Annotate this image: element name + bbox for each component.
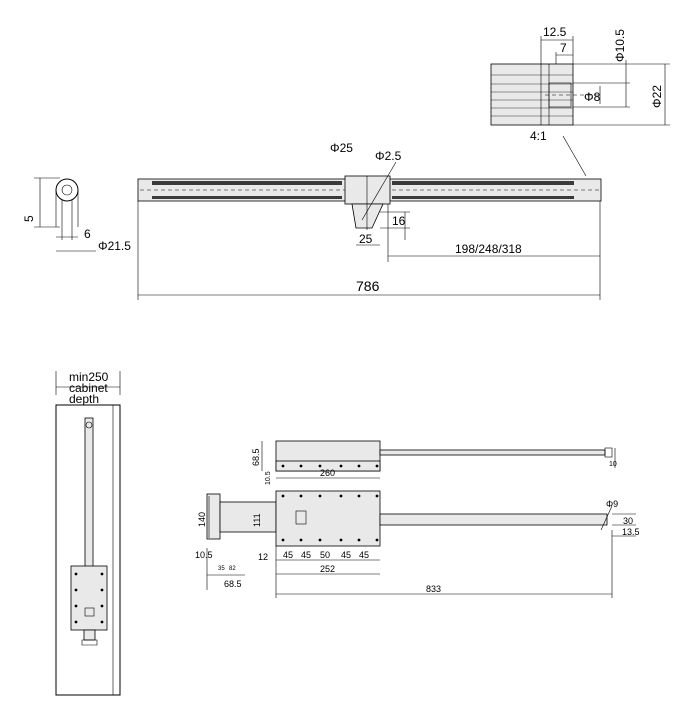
end-circle — [55, 178, 79, 202]
detail-rail-grooves — [491, 64, 600, 125]
dim-16: 16 — [392, 214, 406, 228]
bolt-dot — [357, 464, 361, 468]
bolt-dot — [100, 620, 104, 624]
dim-5: 5 — [22, 215, 36, 222]
bolt-dot — [299, 464, 303, 468]
bolt-dot — [299, 538, 303, 542]
dia-22: Φ22 — [650, 85, 664, 108]
dim-140: 140 — [197, 512, 207, 527]
bracket-post — [351, 203, 384, 229]
cabinet-label-1: min250 — [69, 370, 109, 384]
bolt-dot — [318, 464, 322, 468]
cabinet-side-view: min250 cabinet depth — [55, 370, 121, 696]
dim-10-right: 10 — [609, 461, 617, 468]
dim-total: 786 — [356, 278, 380, 294]
dim-12: 12 — [258, 552, 268, 562]
dim-offset: 198/248/318 — [455, 242, 522, 256]
bolt-dot — [339, 538, 343, 542]
bolt-dot — [318, 538, 322, 542]
spacing-5: 45 — [359, 550, 369, 560]
dim-30: 30 — [623, 516, 633, 526]
dia-21-5: Φ21.5 — [98, 239, 131, 253]
bolt-dot — [74, 604, 78, 608]
small-dim-b: 82 — [229, 566, 236, 572]
dim-13-5: 13.5 — [622, 527, 640, 537]
detail-leader — [562, 135, 587, 177]
bolt-dot — [74, 620, 78, 624]
bolt-dot — [339, 464, 343, 468]
dim-111: 111 — [252, 513, 262, 527]
spacing-3: 50 — [320, 550, 330, 560]
dim-12-5: 12.5 — [543, 25, 567, 39]
dia-2-5: Φ2.5 — [375, 149, 402, 163]
dia-10-5: Φ10.5 — [613, 29, 627, 62]
bolt-dot — [357, 494, 361, 498]
bolt-dot — [100, 604, 104, 608]
bolt-dot — [375, 494, 379, 498]
dim-10-5-top: 10.5 — [265, 471, 272, 485]
dim-7: 7 — [560, 41, 567, 55]
housing-bolts — [74, 464, 379, 624]
spacing-2: 45 — [301, 550, 311, 560]
bolt-dot — [74, 572, 78, 576]
bolt-dot — [339, 494, 343, 498]
cabinet-outline — [55, 404, 121, 696]
cabinet-label-3: depth — [69, 392, 99, 406]
detail-rail-section — [490, 63, 574, 126]
bolt-dot — [318, 494, 322, 498]
dim-252: 252 — [320, 564, 335, 574]
side-end-view: 5 6 Φ21.5 — [22, 177, 131, 253]
dim-68-5-top: 68.5 — [251, 448, 261, 466]
bolt-dot — [281, 464, 285, 468]
dim-10-5-left: 10.5 — [195, 550, 213, 560]
vertical-rail — [84, 417, 94, 571]
bottom-rod — [379, 513, 608, 526]
top-rod — [379, 449, 606, 456]
detail-view-4-1: 12.5 7 Φ10.5 Φ8 Φ22 4:1 — [490, 25, 670, 177]
dim-25: 25 — [359, 232, 373, 246]
bolt-dot — [74, 588, 78, 592]
bolt-dot — [281, 538, 285, 542]
assembly-plan-view: 68.5 10.5 260 10 140 111 10.5 68.5 35 82… — [195, 440, 640, 598]
dia-8: Φ8 — [584, 90, 601, 104]
dim-6: 6 — [84, 227, 91, 241]
dia-9: Φ9 — [606, 499, 618, 509]
bolt-dot — [375, 464, 379, 468]
spacing-1: 45 — [283, 550, 293, 560]
bolt-dot — [281, 494, 285, 498]
small-dim-a: 35 — [218, 566, 225, 572]
dim-260: 260 — [320, 468, 335, 478]
bolt-dot — [375, 538, 379, 542]
main-rail-view: Φ25 Φ2.5 16 25 198/248/318 786 — [137, 141, 602, 300]
cabinet-bracket-box — [70, 565, 108, 631]
bolt-dot — [100, 588, 104, 592]
dim-833: 833 — [426, 584, 441, 594]
bolt-dot — [299, 494, 303, 498]
dia-25: Φ25 — [330, 141, 353, 155]
cabinet-label-2: cabinet — [69, 381, 108, 395]
bolt-dot — [100, 572, 104, 576]
center-bracket — [344, 175, 391, 205]
dim-68-5-bottom: 68.5 — [224, 579, 242, 589]
bolt-dot — [357, 538, 361, 542]
scale-label: 4:1 — [530, 129, 547, 143]
spacing-4: 45 — [341, 550, 351, 560]
bottom-housing — [275, 490, 381, 547]
